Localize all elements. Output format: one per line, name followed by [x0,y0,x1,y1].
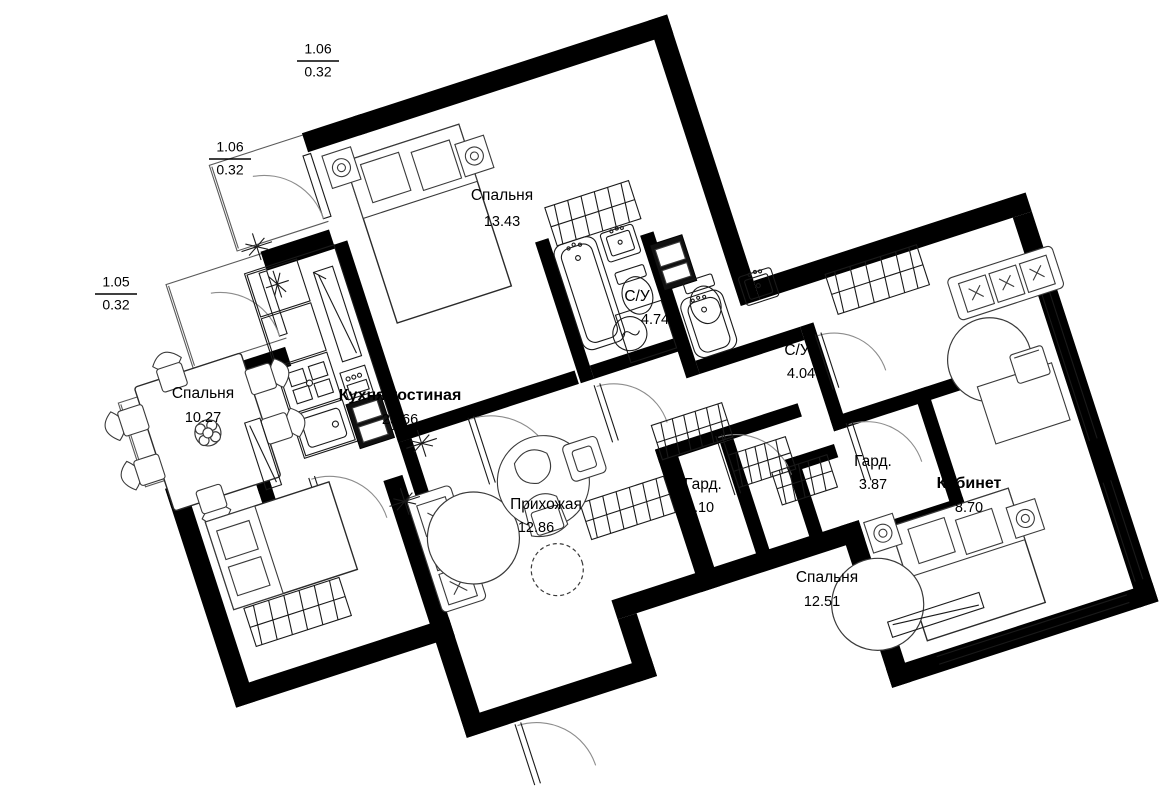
refrigerator-icon [246,258,311,318]
balcony-total-top: 1.06 [304,41,331,57]
toilet-icon-bath1 [614,264,654,315]
room-area-bedroom-bottom: 12.51 [804,594,840,610]
room-area-wardrobe-right: 3.87 [859,477,887,493]
toilet-icon-bath2 [682,273,722,325]
bathtub-icon [553,236,626,351]
room-area-bedroom-top: 13.43 [484,214,520,230]
balcony-counted-top: 0.32 [304,64,331,80]
interior-door-swings [311,332,923,766]
bed-left-bedroom [204,481,359,611]
room-label-hallway: Прихожая [510,496,582,513]
balcony-labels: 1.06 0.32 1.06 0.32 1.05 0.32 [95,41,339,313]
sofa-study [947,245,1065,321]
room-area-bedroom-left: 10.27 [185,410,221,426]
room-label-bathroom-1: С/У [624,288,650,305]
sink-icon-bath1 [599,223,642,263]
round-rug-bedroom-bottom [831,557,925,651]
sink-icon-bath2 [738,267,780,306]
dining-table [104,351,306,526]
round-rug-hallway [530,543,584,597]
plant-icon-4 [241,233,273,261]
radiators [243,179,931,648]
plant-icon-3 [406,429,437,457]
balcony-counted-lower: 0.32 [102,297,129,313]
cooktop-icon [276,351,343,415]
plant-icon-2 [389,487,421,515]
bathroom-2-fixtures [612,234,780,364]
room-labels: Спальня 13.43 Спальня 10.27 Кухня-гостин… [172,187,1002,610]
dishwasher-icon [345,393,396,450]
boiler-icon [612,316,648,352]
bed-top-bedroom [321,123,513,324]
kitchen-counter [243,244,396,459]
balcony-total-middle: 1.06 [216,139,243,155]
utility-niche [614,299,678,364]
room-area-hallway: 12.86 [518,520,554,536]
interior-walls [225,231,977,561]
balcony-label-lower: 1.05 0.32 [95,274,137,313]
bed-bottom-bedroom [831,487,1047,651]
balcony-label-top: 1.06 0.32 [297,41,339,80]
armchair-group [496,435,607,538]
room-label-wardrobe-center: Гард. [684,476,722,493]
wardrobe-bedroom-bottom [886,591,985,639]
room-label-study: Кабинет [937,475,1002,492]
room-label-bathroom-2: С/У [784,342,810,359]
bathtub-icon-2 [680,289,738,359]
study-furniture [947,245,1071,445]
bathroom-1-fixtures [553,223,654,351]
dining-chairs [104,351,306,526]
washer-icon [648,234,698,292]
oven-icon [339,364,374,401]
room-area-kitchen-living: 25.66 [382,412,418,428]
room-label-kitchen-living: Кухня-гостиная [339,387,462,404]
sofa-living [389,485,520,613]
room-area-bathroom-1: 4.74 [641,312,669,328]
windows [936,280,1144,665]
wall-cabinet [312,265,363,363]
balcony-counted-middle: 0.32 [216,162,243,178]
plant-icon [194,419,222,447]
room-label-bedroom-bottom: Спальня [796,569,858,586]
balcony-label-middle: 1.06 0.32 [209,139,251,178]
room-label-bedroom-top: Спальня [471,187,533,204]
round-rug-icon [426,491,520,585]
wardrobe-left-bedroom [243,417,283,491]
room-area-wardrobe-center: 3.10 [686,500,714,516]
room-area-study: 8.70 [955,500,983,516]
balcony-total-lower: 1.05 [102,274,129,290]
room-label-wardrobe-right: Гард. [854,453,892,470]
door-leaves [308,332,872,786]
room-label-bedroom-left: Спальня [172,385,234,402]
desk-study [976,345,1071,445]
room-area-bathroom-2: 4.04 [787,366,815,382]
